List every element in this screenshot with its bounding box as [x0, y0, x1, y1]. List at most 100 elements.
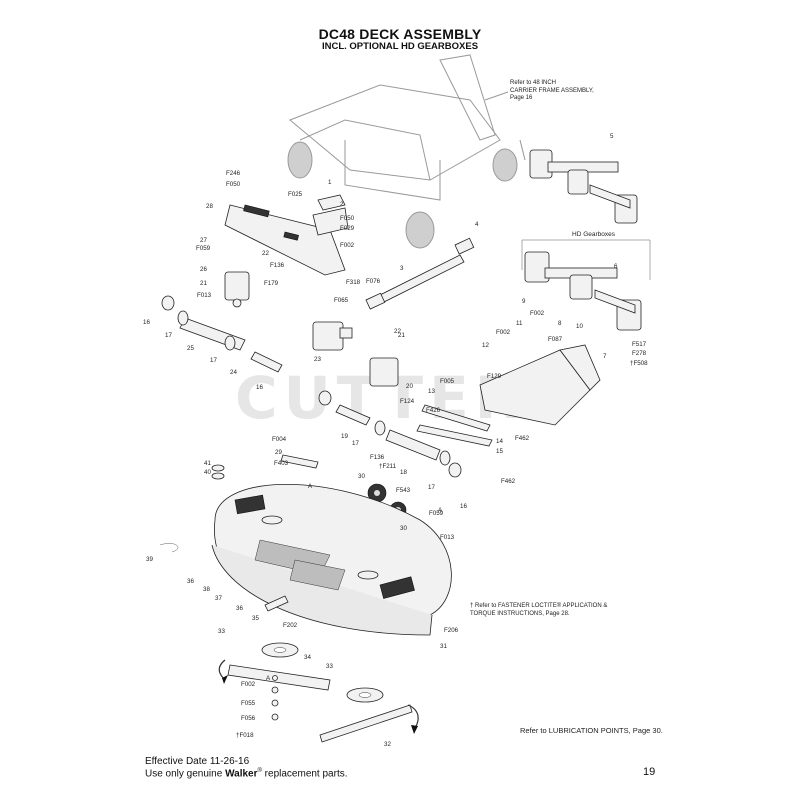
callout-label: 18 [400, 469, 407, 476]
callout-label: 17 [210, 357, 217, 364]
washers-40-41 [211, 464, 225, 480]
callout-label: 28 [206, 203, 213, 210]
callout-label: 17 [352, 440, 359, 447]
brand-name: Walker [225, 768, 258, 780]
callout-label: F002 [496, 329, 511, 336]
callout-label: 21 [200, 280, 207, 287]
callout-label: 32 [384, 741, 391, 748]
callout-label: 10 [576, 323, 583, 330]
callout-label: 3 [400, 265, 404, 272]
blade-right-32 [319, 687, 419, 743]
callout-label: F029 [340, 225, 355, 232]
callout-label: 13 [428, 388, 435, 395]
callout-label: F403 [274, 460, 289, 467]
idler-bracket-1-2 [312, 194, 349, 236]
effective-date: Effective Date 11-26-16 [145, 756, 250, 767]
callout-label: †F018 [236, 732, 254, 739]
callout-label: F005 [440, 378, 455, 385]
callout-label: 36 [236, 605, 243, 612]
loctite-line: TORQUE INSTRUCTIONS, Page 28. [470, 610, 570, 617]
callout-label: 12 [482, 342, 489, 349]
callout-label: 2 [340, 201, 344, 208]
callout-label: †F211 [379, 463, 397, 470]
callout-label: F055 [241, 700, 256, 707]
carrier-ref-line: CARRIER FRAME ASSEMBLY, [510, 87, 594, 94]
callout-label: 41 [204, 460, 211, 467]
callout-label: F025 [288, 191, 303, 198]
callout-label: 16 [143, 319, 150, 326]
genuine-parts-note: Use only genuine Walker® replacement par… [145, 768, 348, 779]
hd-gearboxes-label: HD Gearboxes [572, 231, 615, 238]
callout-label: A [438, 507, 443, 514]
callout-label: †F508 [630, 360, 648, 367]
spindle-shaft-right [318, 390, 462, 478]
callout-label: F129 [487, 373, 502, 380]
callout-label: 19 [341, 433, 348, 440]
callout-label: F426 [426, 407, 441, 414]
callout-label: F002 [530, 310, 545, 317]
callout-label: 29 [275, 449, 282, 456]
gearbox-22 [369, 357, 399, 387]
callout-label: 27 [200, 237, 207, 244]
carrier-frame-outline [287, 54, 526, 249]
callout-label: 30 [400, 525, 407, 532]
callout-label: F517 [632, 341, 647, 348]
callout-label: 5 [610, 133, 614, 140]
page-number: 19 [643, 766, 656, 778]
callout-label: F462 [515, 435, 530, 442]
callout-label: 33 [218, 628, 225, 635]
callout-label: 16 [256, 384, 263, 391]
callout-label: 22 [262, 250, 269, 257]
callout-label: 17 [165, 332, 172, 339]
callout-label: 1 [328, 179, 332, 186]
callout-label: F002 [340, 242, 355, 249]
callout-label: F136 [370, 454, 385, 461]
callout-label: 4 [475, 221, 479, 228]
carrier-frame-reference: Refer to 48 INCH CARRIER FRAME ASSEMBLY,… [510, 80, 594, 103]
genuine-prefix: Use only genuine [145, 768, 226, 780]
page-title: DC48 DECK ASSEMBLY [318, 26, 482, 42]
callout-label: F050 [226, 181, 241, 188]
lubrication-note: Refer to LUBRICATION POINTS, Page 30. [520, 726, 663, 735]
callout-label: F318 [346, 279, 361, 286]
callout-label: 34 [304, 654, 311, 661]
callout-label: 33 [326, 663, 333, 670]
loctite-note: † Refer to FASTENER LOCTITE® APPLICATION… [470, 603, 607, 618]
callout-label: F087 [548, 336, 563, 343]
callout-label: F002 [241, 681, 256, 688]
callout-label: F056 [241, 715, 256, 722]
callout-label: 25 [187, 345, 194, 352]
blade-left-34 [218, 642, 331, 691]
callout-label: F136 [270, 262, 285, 269]
discharge-chute-10 [479, 344, 601, 426]
carrier-ref-line: Refer to 48 INCH [510, 80, 557, 86]
callout-label: F059 [429, 510, 444, 517]
callout-label: 31 [440, 643, 447, 650]
callout-label: 14 [496, 438, 503, 445]
mower-deck-shell [159, 483, 452, 636]
chute-plates-13-14 [416, 404, 493, 447]
callout-label: 15 [496, 448, 503, 455]
callout-label: 20 [406, 383, 413, 390]
callout-label: 40 [204, 469, 211, 476]
idler-arm-29 [280, 454, 319, 469]
callout-label: 21 [398, 332, 405, 339]
callout-label: 38 [203, 586, 210, 593]
blade-hardware-stack [271, 675, 279, 721]
callout-label: F202 [283, 622, 298, 629]
gearbox-21 [224, 271, 250, 308]
callout-label: F278 [632, 350, 647, 357]
genuine-suffix: replacement parts. [261, 768, 348, 780]
callout-label: 7 [603, 353, 607, 360]
callout-label: 9 [522, 298, 526, 305]
callout-label: F013 [197, 292, 212, 299]
gearbox-assembly-5 [529, 149, 638, 224]
callout-label: F462 [501, 478, 516, 485]
callout-label: 23 [314, 356, 321, 363]
callout-label: F206 [444, 627, 459, 634]
callout-label: 6 [614, 263, 618, 270]
carrier-ref-line: Page 16 [510, 95, 533, 101]
callout-label: F124 [400, 398, 415, 405]
callout-label: F065 [334, 297, 349, 304]
